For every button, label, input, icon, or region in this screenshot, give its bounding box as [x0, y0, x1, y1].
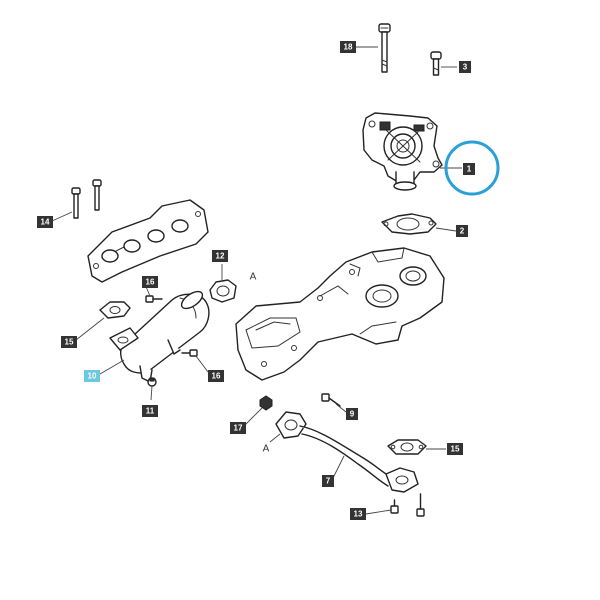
svg-text:2: 2 [460, 227, 465, 236]
exhaust-manifold-cover[interactable] [87, 199, 209, 283]
part-13-bolts[interactable] [390, 493, 425, 517]
callout-label-highlighted[interactable]: 10 [84, 370, 100, 382]
svg-text:16: 16 [146, 278, 155, 287]
part-7-egr-pipe[interactable] [275, 411, 419, 493]
callout-label[interactable]: 16 [142, 276, 158, 288]
svg-text:3: 3 [463, 63, 468, 72]
part-15-gasket-left[interactable] [99, 301, 131, 319]
callout-label[interactable]: 15 [447, 443, 463, 455]
svg-text:15: 15 [65, 338, 74, 347]
part-15-gasket-right[interactable] [387, 439, 427, 455]
part-11-fitting[interactable] [147, 377, 157, 387]
part-9-bolt[interactable] [321, 393, 341, 407]
callout-label[interactable]: 3 [459, 61, 471, 73]
part-3-short-bolt[interactable] [430, 51, 442, 76]
svg-text:9: 9 [350, 410, 355, 419]
callout-label[interactable]: 18 [340, 41, 356, 53]
callout-label[interactable]: 12 [212, 250, 228, 262]
part-17-nut[interactable] [259, 395, 273, 411]
callout-label[interactable]: 9 [346, 408, 358, 420]
svg-text:1: 1 [467, 165, 472, 174]
intake-housing[interactable] [235, 247, 445, 381]
leader-lines [51, 46, 462, 515]
part-1-egr-valve[interactable] [362, 112, 443, 191]
part-16-bolt-lower[interactable] [181, 349, 198, 357]
svg-text:7: 7 [326, 477, 331, 486]
callout-label[interactable]: 16 [208, 370, 224, 382]
svg-text:15: 15 [451, 445, 460, 454]
svg-text:13: 13 [354, 510, 363, 519]
part-16-bolt-upper[interactable] [145, 295, 163, 303]
callout-label[interactable]: 14 [37, 216, 53, 228]
callout-label[interactable]: 13 [350, 508, 366, 520]
part-10-egr-cooler[interactable] [109, 288, 210, 383]
svg-text:11: 11 [146, 407, 155, 416]
svg-text:16: 16 [212, 372, 221, 381]
reference-letter-a-upper: A [250, 272, 257, 283]
svg-text:12: 12 [216, 252, 225, 261]
callout-label[interactable]: 7 [322, 475, 334, 487]
part-18-long-bolt[interactable] [378, 23, 391, 73]
callout-label-circled[interactable]: 1 [463, 163, 475, 175]
highlight-circle [444, 140, 500, 196]
part-2-gasket[interactable] [381, 213, 437, 235]
callout-label[interactable]: 17 [230, 422, 246, 434]
part-12-gasket[interactable] [209, 279, 237, 303]
svg-text:17: 17 [234, 424, 243, 433]
reference-letter-a-lower: A [263, 444, 270, 455]
svg-text:10: 10 [88, 372, 97, 381]
callout-label[interactable]: 2 [456, 225, 468, 237]
callout-label[interactable]: 15 [61, 336, 77, 348]
part-14-bolts[interactable] [71, 179, 102, 219]
callout-label[interactable]: 11 [142, 405, 158, 417]
svg-text:18: 18 [344, 43, 353, 52]
svg-text:14: 14 [41, 218, 50, 227]
